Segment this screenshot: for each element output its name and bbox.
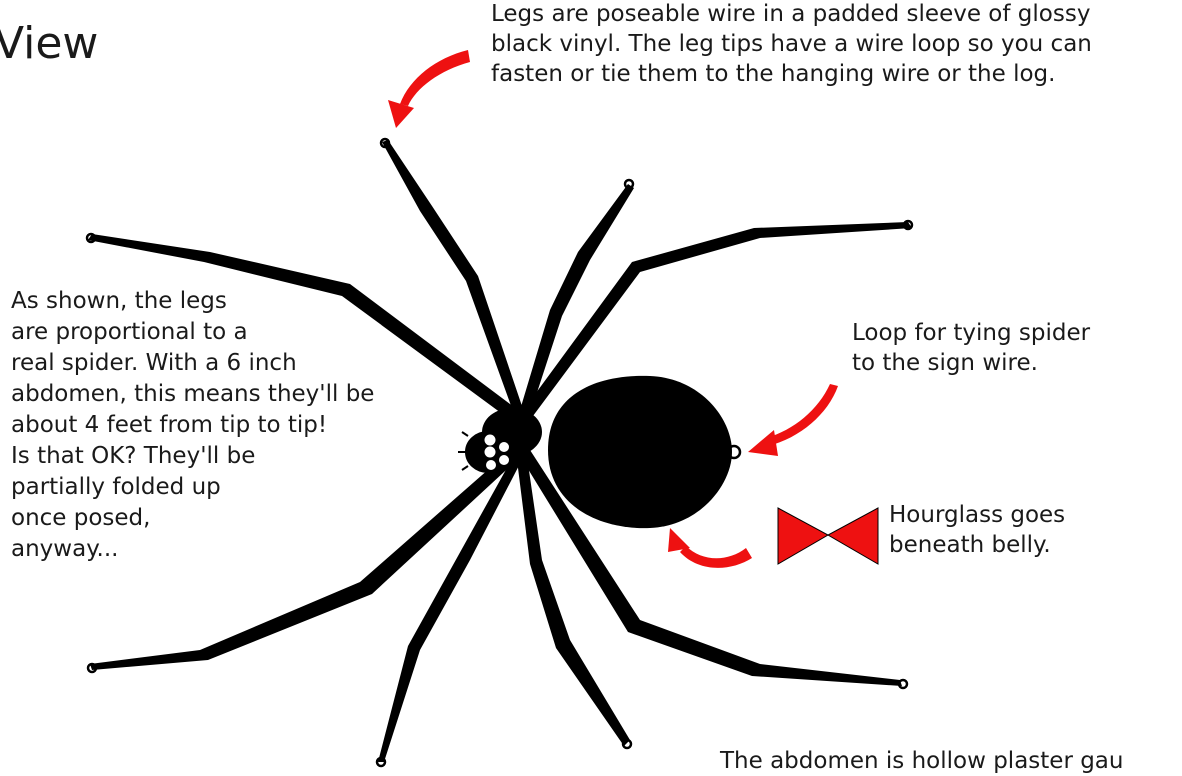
spider-leg — [378, 448, 526, 762]
leg-tip-loop — [623, 740, 631, 748]
spider — [87, 139, 912, 766]
hourglass-icon — [778, 508, 878, 564]
leg-tip-loop — [899, 680, 907, 688]
eye-icon — [485, 435, 496, 446]
abdomen — [548, 376, 732, 528]
eye-icon — [499, 455, 509, 465]
eye-icon — [499, 442, 509, 452]
eye-icon — [485, 447, 496, 458]
hourglass-arrow-icon — [668, 528, 752, 568]
leg-tip-loop — [625, 180, 633, 188]
loop-arrow-icon — [748, 384, 838, 456]
eye-icon — [486, 460, 496, 470]
legs-arrow-icon — [388, 50, 470, 128]
